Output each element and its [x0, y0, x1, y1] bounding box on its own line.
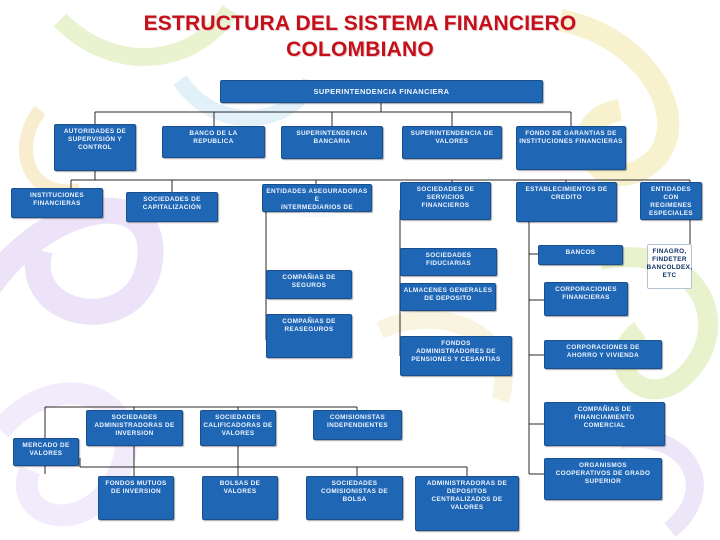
box-instituciones-financieras: INSTITUCIONES FINANCIERAS	[11, 188, 103, 218]
box-entidades-aseguradoras: ENTIDADES ASEGURADORAS E INTERMEDIARIOS …	[262, 184, 372, 219]
box-corporaciones-financieras: CORPORACIONES FINANCIERAS	[544, 282, 628, 316]
box-finagro: FINAGRO, FINDETER BANCOLDEX, ETC	[647, 244, 692, 289]
box-establecimientos-credito: ESTABLECIMIENTOS DE CREDITO	[516, 182, 617, 222]
box-bancos: BANCOS	[538, 245, 623, 265]
box-superintendencia-valores: SUPERINTENDENCIA DE VALORES	[402, 126, 502, 159]
box-mercado-valores: MERCADO DE VALORES	[13, 438, 79, 466]
box-comisionistas-independientes: COMISIONISTAS INDEPENDIENTES	[313, 410, 402, 440]
box-autoridades-supervision: AUTORIDADES DE SUPERVISIÓN Y CONTROL	[54, 124, 136, 171]
box-companias-reaseguros: COMPAÑIAS DE REASEGUROS	[266, 314, 352, 358]
box-sociedades-capitalizacion: SOCIEDADES DE CAPITALIZACIÓN	[126, 192, 218, 222]
page-title-line-2: COLOMBIANO	[286, 38, 434, 61]
box-organismos-cooperativos: ORGANISMOS COOPERATIVOS DE GRADO SUPERIO…	[544, 458, 662, 500]
box-bolsas-valores: BOLSAS DE VALORES	[202, 476, 278, 520]
box-fondos-pensiones: FONDOS ADMINISTRADORES DE PENSIONES Y CE…	[400, 336, 512, 376]
page-title-line-1: ESTRUCTURA DEL SISTEMA FINANCIERO	[143, 12, 577, 35]
box-sociedades-fiduciarias: SOCIEDADES FIDUCIARIAS	[400, 248, 497, 276]
box-sociedades-servicios: SOCIEDADES DE SERVICIOS FINANCIEROS	[400, 182, 491, 220]
box-entidades-regimenes: ENTIDADES CON REGIMENES ESPECIALES	[640, 182, 702, 220]
box-admin-depositos: ADMINISTRADORAS DE DEPOSITOS CENTRALIZAD…	[415, 476, 519, 531]
box-fondo-garantias: FONDO DE GARANTIAS DE INSTITUCIONES FINA…	[516, 126, 626, 170]
box-companias-financiamiento: COMPAÑIAS DE FINANCIAMIENTO COMERCIAL	[544, 402, 665, 446]
box-superintendencia-bancaria: SUPERINTENDENCIA BANCARIA	[281, 126, 383, 159]
box-companias-seguros: COMPAÑIAS DE SEGUROS	[266, 270, 352, 299]
box-fondos-mutuos: FONDOS MUTUOS DE INVERSION	[98, 476, 174, 520]
box-sociedades-calificadoras: SOCIEDADES CALIFICADORAS DE VALORES	[200, 410, 276, 446]
box-sociedades-comisionistas: SOCIEDADES COMISIONISTAS DE BOLSA	[306, 476, 403, 520]
box-banco-republica: BANCO DE LA REPUBLICA	[162, 126, 265, 158]
box-corporaciones-ahorro: CORPORACIONES DE AHORRO Y VIVIENDA	[544, 340, 662, 369]
box-almacenes-deposito: ALMACENES GENERALES DE DEPOSITO	[400, 283, 496, 311]
box-sociedades-inversion: SOCIEDADES ADMINISTRADORAS DE INVERSION	[86, 410, 183, 446]
box-superintendencia-financiera: SUPERINTENDENCIA FINANCIERA	[220, 80, 543, 103]
